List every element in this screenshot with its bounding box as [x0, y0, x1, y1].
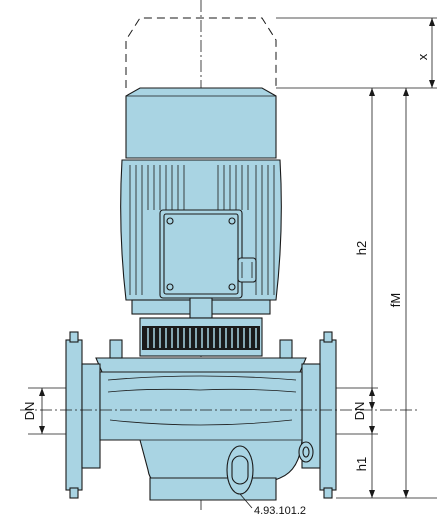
- dn-label-right: DN: [352, 402, 367, 421]
- fm-dimension: [403, 88, 409, 498]
- coupling-lantern: [139, 317, 263, 357]
- motor-base-flange: [131, 297, 271, 319]
- dn-dimension-left: [28, 387, 66, 435]
- dn-label-left: DN: [22, 402, 37, 421]
- h2-dimension: [369, 88, 375, 410]
- h1-label: h1: [354, 457, 369, 471]
- pump-volute: [99, 371, 303, 491]
- motor-clearance-outline: [125, 17, 277, 88]
- fm-label: fM: [388, 293, 403, 307]
- drain-plug: [298, 441, 314, 463]
- right-flange: [301, 331, 337, 499]
- dimension-extension-lines: [276, 17, 437, 499]
- x-label: x: [415, 53, 430, 60]
- h2-label: h2: [354, 241, 369, 255]
- left-flange: [65, 331, 101, 499]
- x-dimension: [429, 18, 435, 88]
- h1-dimension: [369, 434, 375, 498]
- terminal-box: [159, 209, 243, 299]
- drawing-number-leader: [239, 493, 253, 509]
- cable-gland: [237, 257, 257, 283]
- motor-fan-cover: [125, 87, 277, 159]
- drawing-number: 4.93.101.2: [254, 505, 306, 517]
